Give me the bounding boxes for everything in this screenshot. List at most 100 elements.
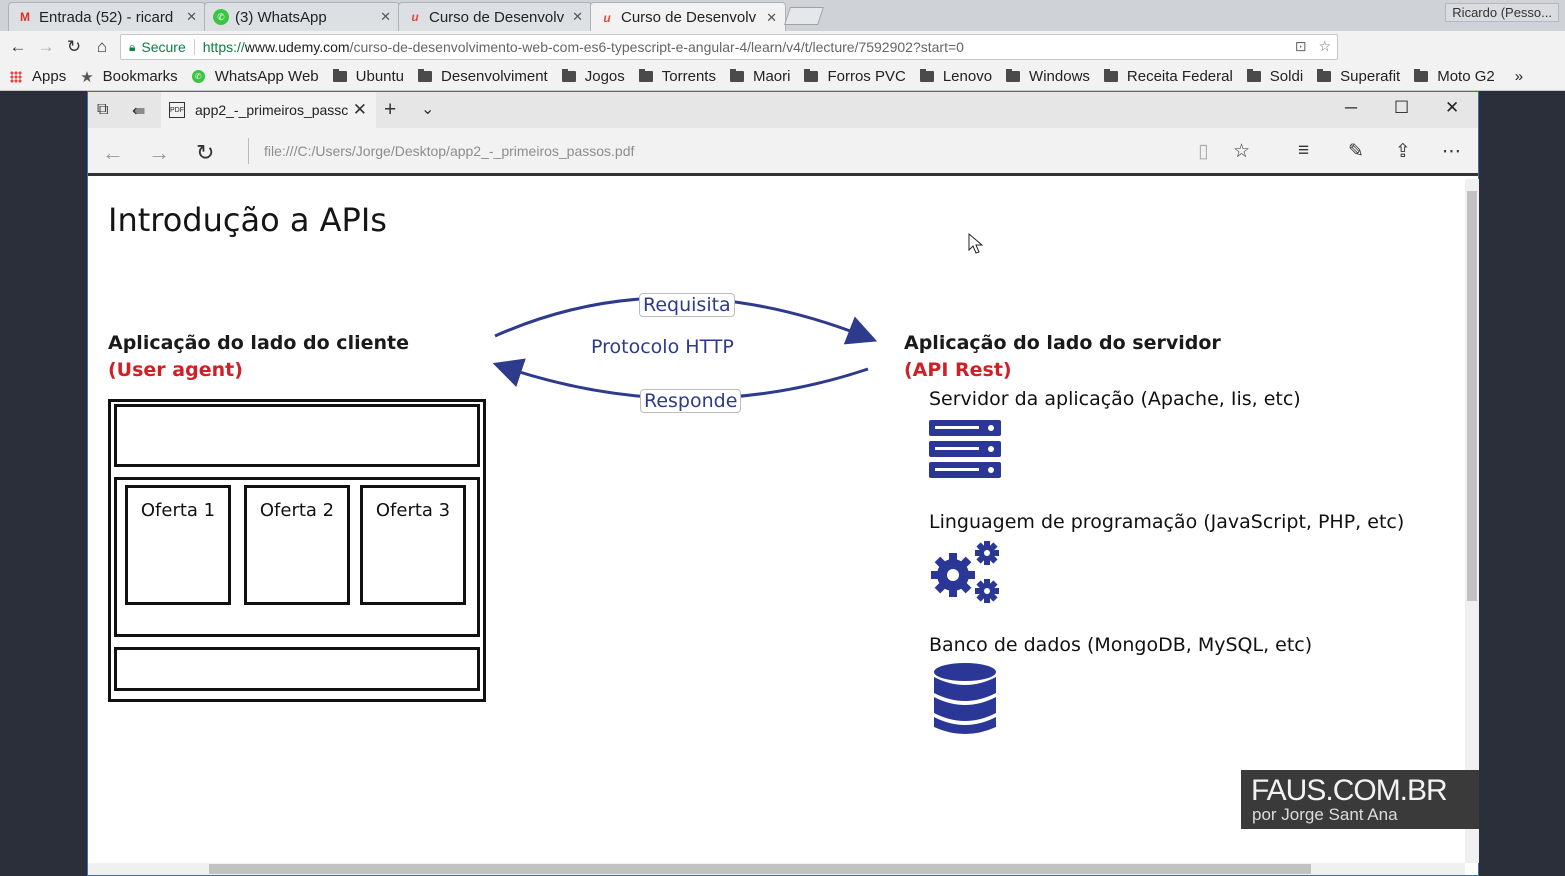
bookmark-folder[interactable]: Forros PVC — [804, 68, 906, 85]
chrome-toolbar: ← → ↻ ⌂ 🔒︎ Secure https://www.udemy.com/… — [0, 31, 1565, 92]
tab-udemy-1[interactable]: u Curso de Desenvolv ✕ — [398, 2, 592, 31]
bookmark-bookmarks[interactable]: ★Bookmarks — [80, 68, 178, 86]
server-item-label: Banco de dados (MongoDB, MySQL, etc) — [929, 634, 1313, 656]
tab-title: Curso de Desenvolv — [621, 9, 757, 26]
refresh-icon[interactable]: ↻ — [196, 140, 215, 165]
folder-icon — [804, 69, 819, 82]
close-window-icon[interactable]: ✕ — [1445, 98, 1460, 117]
tab-preview-icon[interactable]: ⧉ — [97, 101, 109, 118]
favorite-star-icon[interactable]: ☆ — [1233, 141, 1251, 162]
folder-icon — [1317, 69, 1332, 82]
secure-label: Secure — [141, 39, 186, 55]
database-icon — [933, 663, 997, 735]
minimize-icon[interactable]: ─ — [1345, 98, 1358, 117]
chevron-down-icon[interactable]: ⌄ — [421, 101, 435, 118]
edge-tab-pdf[interactable]: PDF app2_-_primeiros_passc ✕ — [161, 92, 376, 128]
bookmarks-bar: Apps ★Bookmarks ✆WhatsApp Web Ubuntu Des… — [0, 63, 1565, 91]
watermark: FAUS.COM.BR por Jorge Sant Ana — [1241, 770, 1479, 829]
folder-icon — [729, 69, 744, 82]
profile-button[interactable]: Ricardo (Pesso... — [1445, 3, 1559, 22]
forward-icon[interactable]: → — [148, 140, 170, 165]
close-tab-icon[interactable]: ✕ — [186, 9, 197, 24]
offer-card: Oferta 3 — [360, 485, 466, 605]
bookmark-folder[interactable]: Torrents — [638, 68, 716, 85]
bookmark-folder[interactable]: Ubuntu — [332, 68, 404, 85]
hub-icon[interactable]: ≡ — [1298, 140, 1310, 161]
request-label: Requisita — [639, 293, 735, 317]
bookmark-folder[interactable]: Lenovo — [919, 68, 992, 85]
bookmark-folder[interactable]: Soldi — [1246, 68, 1303, 85]
share-icon[interactable]: ⇪ — [1395, 141, 1411, 162]
bookmark-folder[interactable]: Windows — [1006, 68, 1090, 85]
set-aside-tabs-icon[interactable]: ⇚ — [132, 103, 146, 120]
translate-icon[interactable]: ⊡ — [1294, 38, 1307, 54]
folder-icon — [332, 69, 347, 82]
bookmark-folder[interactable]: Superafit — [1317, 68, 1400, 85]
back-icon[interactable]: ← — [9, 37, 27, 56]
bookmark-folder[interactable]: Receita Federal — [1103, 68, 1233, 85]
watermark-title: FAUS.COM.BR — [1251, 774, 1448, 807]
horizontal-scrollbar[interactable] — [88, 863, 1465, 875]
edge-tab-strip: ⧉ ⇚ PDF app2_-_primeiros_passc ✕ + ⌄ ─ ☐… — [88, 92, 1478, 128]
whatsapp-icon: ✆ — [213, 9, 229, 25]
folder-icon — [1246, 69, 1261, 82]
star-icon: ★ — [80, 68, 94, 86]
whatsapp-icon: ✆ — [191, 70, 205, 83]
bookmark-whatsapp-web[interactable]: ✆WhatsApp Web — [191, 68, 319, 85]
reading-view-icon[interactable]: ▯ — [1198, 141, 1209, 162]
client-title: Aplicação do lado do cliente — [108, 332, 409, 354]
bookmark-star-icon[interactable]: ☆ — [1318, 38, 1331, 54]
new-tab-button[interactable] — [784, 7, 824, 25]
tab-title: Entrada (52) - ricard — [39, 8, 174, 26]
bookmark-folder[interactable]: Desenvolviment — [418, 68, 548, 85]
server-subtitle: (API Rest) — [904, 359, 1012, 381]
tab-title: Curso de Desenvolv — [429, 8, 565, 26]
home-icon[interactable]: ⌂ — [96, 37, 108, 56]
bookmark-folder[interactable]: Maori — [729, 68, 790, 85]
folder-icon — [1103, 69, 1118, 82]
bookmark-apps[interactable]: Apps — [10, 68, 66, 85]
lock-icon: 🔒︎ — [129, 39, 136, 54]
mockup-header — [114, 404, 480, 467]
close-tab-icon[interactable]: ✕ — [380, 9, 391, 24]
mockup-content — [114, 477, 480, 637]
edge-tab-title: app2_-_primeiros_passc — [195, 102, 349, 118]
folder-icon — [418, 69, 433, 82]
edge-address-toolbar: ← → ↻ file:///C:/Users/Jorge/Desktop/app… — [88, 128, 1478, 176]
new-tab-icon[interactable]: + — [384, 98, 397, 121]
forward-icon[interactable]: → — [37, 37, 55, 56]
chrome-tab-strip: M Entrada (52) - ricard ✕ ✆ (3) WhatsApp… — [0, 0, 1565, 32]
server-icon — [929, 420, 1001, 478]
mockup-footer — [114, 647, 480, 691]
web-note-icon[interactable]: ✎ — [1348, 141, 1364, 162]
tab-udemy-active[interactable]: u Curso de Desenvolv ✕ — [590, 2, 786, 32]
maximize-icon[interactable]: ☐ — [1394, 98, 1410, 117]
pdf-icon: PDF — [169, 102, 185, 118]
edge-window: ⧉ ⇚ PDF app2_-_primeiros_passc ✕ + ⌄ ─ ☐… — [87, 91, 1479, 876]
offer-card: Oferta 2 — [244, 485, 350, 605]
back-icon[interactable]: ← — [102, 140, 124, 165]
vertical-scrollbar[interactable] — [1465, 179, 1479, 863]
gmail-icon: M — [20, 10, 30, 24]
watermark-subtitle: por Jorge Sant Ana — [1252, 805, 1398, 824]
more-icon[interactable]: ⋯ — [1442, 141, 1461, 162]
close-tab-icon[interactable]: ✕ — [352, 100, 367, 119]
address-bar[interactable]: 🔒︎ Secure https://www.udemy.com/curso-de… — [120, 34, 1338, 60]
bookmark-folder[interactable]: Moto G2 — [1414, 68, 1495, 85]
server-item-label: Servidor da aplicação (Apache, Iis, etc) — [929, 388, 1301, 410]
close-tab-icon[interactable]: ✕ — [572, 9, 583, 24]
offer-card: Oferta 1 — [125, 485, 231, 605]
gears-icon — [929, 539, 1003, 605]
tab-whatsapp[interactable]: ✆ (3) WhatsApp ✕ — [204, 2, 400, 31]
folder-icon — [561, 69, 576, 82]
folder-icon — [919, 69, 934, 82]
file-url[interactable]: file:///C:/Users/Jorge/Desktop/app2_-_pr… — [264, 143, 635, 159]
tab-title: (3) WhatsApp — [235, 8, 327, 26]
bookmark-folder[interactable]: Jogos — [561, 68, 625, 85]
close-tab-icon[interactable]: ✕ — [766, 9, 777, 25]
pdf-page: Introdução a APIs Aplicação do lado do c… — [88, 179, 1465, 863]
reload-icon[interactable]: ↻ — [66, 37, 82, 56]
bookmarks-overflow-button[interactable]: » — [1514, 68, 1524, 85]
url-host: www.udemy.com — [244, 39, 350, 55]
tab-gmail[interactable]: M Entrada (52) - ricard ✕ — [8, 2, 206, 31]
